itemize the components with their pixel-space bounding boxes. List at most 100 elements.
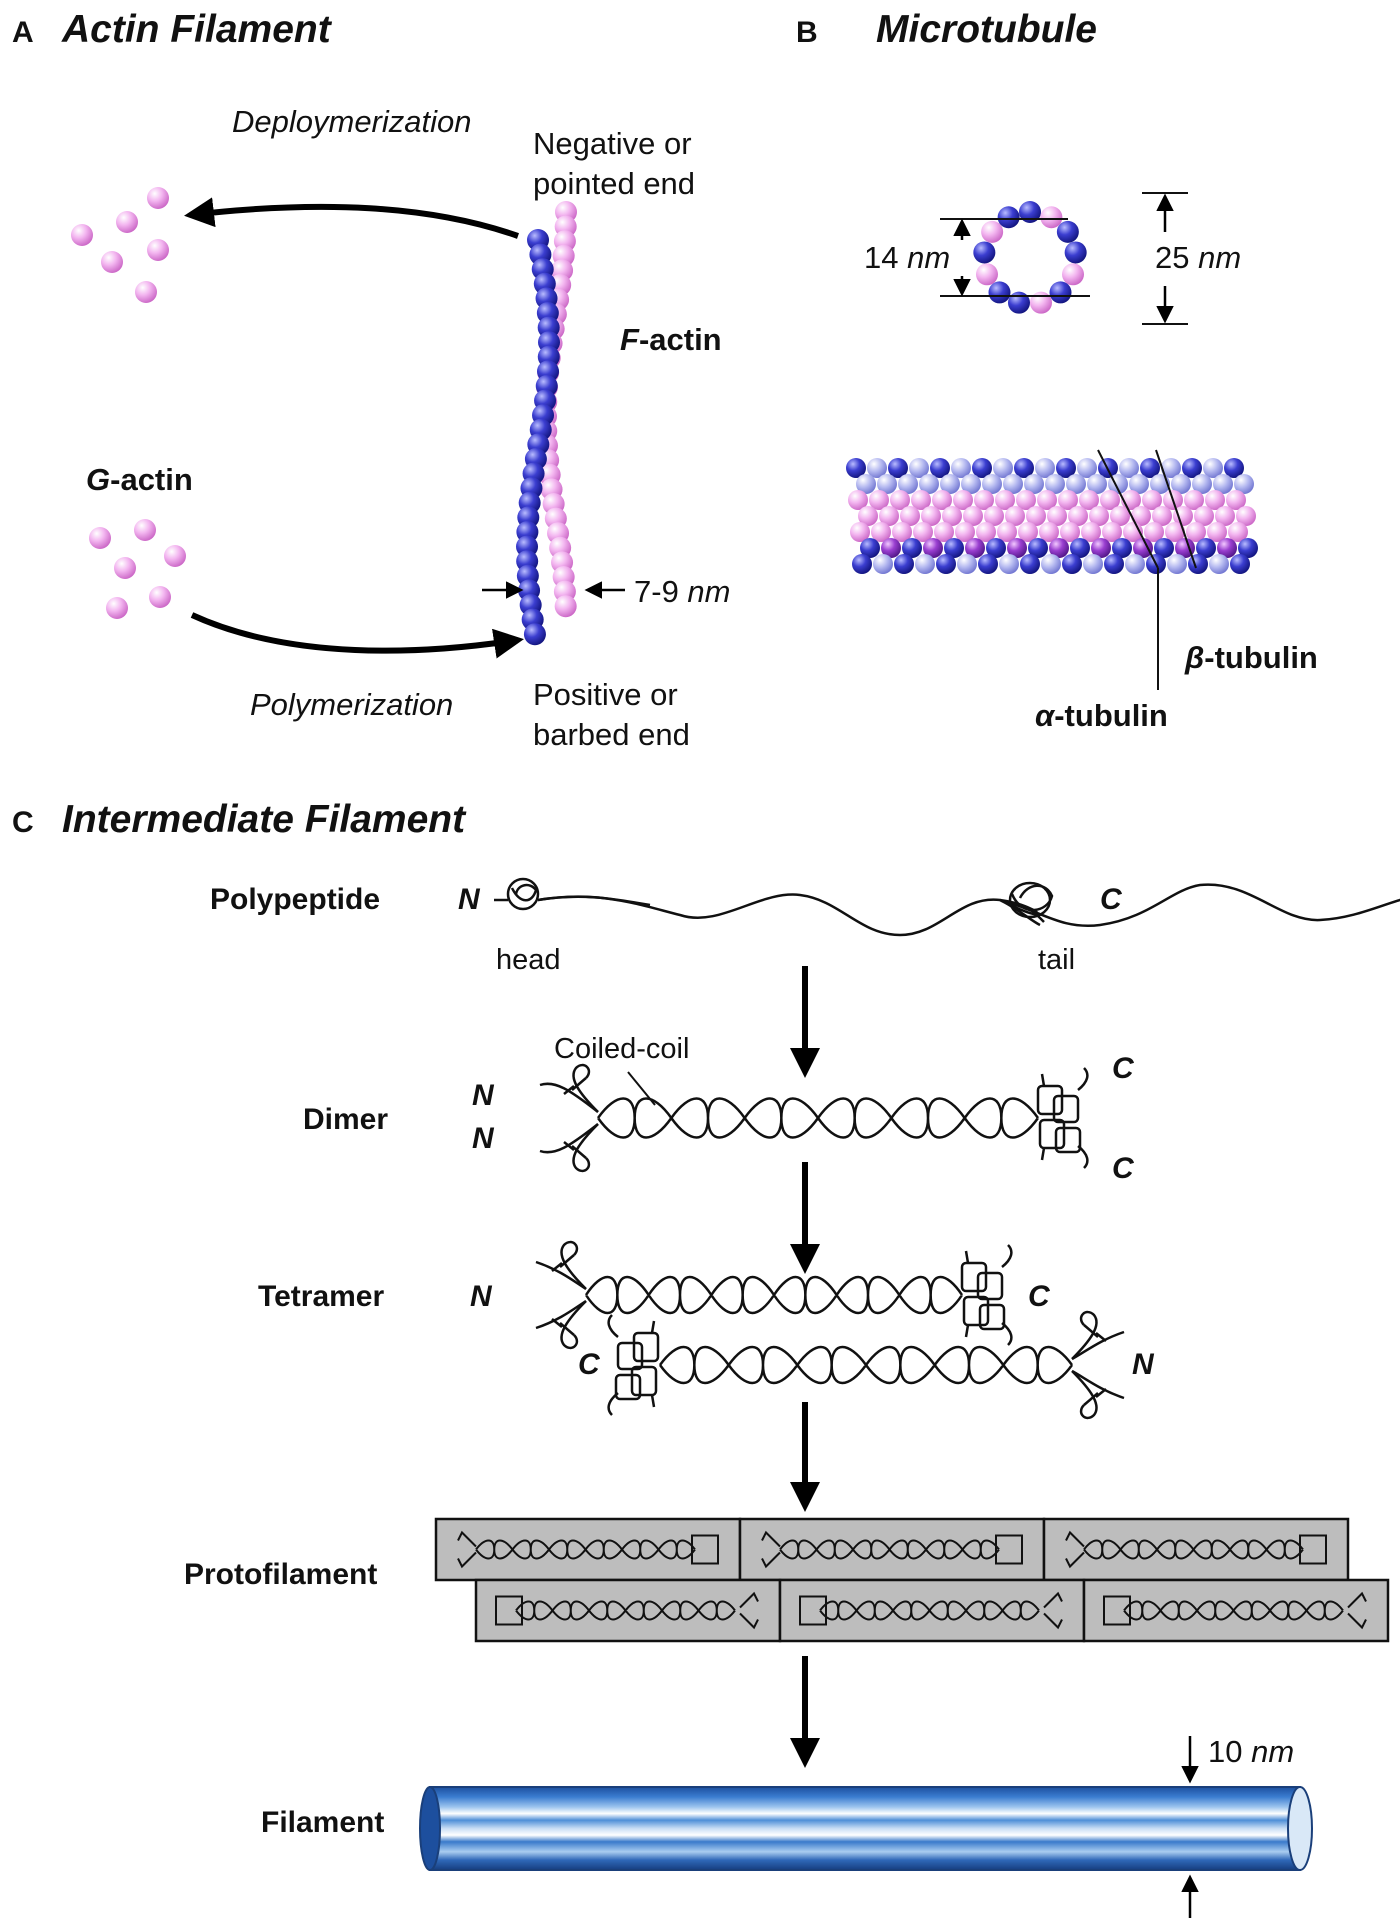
- microtubule-cross-section: [973, 201, 1087, 314]
- tubulin-pink: [1060, 522, 1080, 542]
- tubulin-subunit-blue: [1049, 281, 1072, 304]
- tubulin-subunit-blue: [988, 281, 1011, 304]
- tubulin-pink: [1228, 522, 1248, 542]
- tail-label: tail: [1038, 944, 1075, 976]
- depolymerization-arrow: [184, 197, 519, 239]
- tubulin-dark-blue: [1182, 458, 1202, 478]
- dimer-c-terminus-2: C: [1112, 1152, 1135, 1185]
- tubulin-pink: [1215, 506, 1235, 526]
- tubulin-dark-blue: [852, 554, 872, 574]
- head-label: head: [496, 944, 561, 976]
- tubulin-subunit-blue: [1007, 291, 1030, 314]
- tubulin-dark-blue: [1230, 554, 1250, 574]
- tubulin-pink: [911, 490, 931, 510]
- tubulin-light-blue: [1167, 554, 1187, 574]
- tubulin-light-blue: [1161, 458, 1181, 478]
- tubulin-dark-blue: [1112, 538, 1132, 558]
- tubulin-light-blue: [940, 474, 960, 494]
- pointed-end-label: pointed end: [533, 166, 695, 201]
- tubulin-pink: [1016, 490, 1036, 510]
- tubulin-light-blue: [1087, 474, 1107, 494]
- tubulin-pink: [1100, 490, 1120, 510]
- tetramer-upper-coil: [584, 1275, 964, 1315]
- tubulin-dark-blue: [860, 538, 880, 558]
- tubulin-pink: [974, 490, 994, 510]
- polymerization-arrow: [190, 612, 524, 659]
- panel-a: A Actin Filament Deploymerization Polyme…: [12, 8, 731, 752]
- tubulin-light-blue: [873, 554, 893, 574]
- tubulin-subunit-blue: [997, 206, 1020, 229]
- tubulin-pink: [1173, 506, 1193, 526]
- tubulin-purple: [1091, 538, 1111, 558]
- tubulin-pink: [995, 490, 1015, 510]
- tubulin-light-blue: [877, 474, 897, 494]
- row-label-filament: Filament: [261, 1806, 384, 1839]
- tubulin-light-blue: [898, 474, 918, 494]
- tubulin-light-blue: [909, 458, 929, 478]
- tubulin-light-blue: [1209, 554, 1229, 574]
- tubulin-light-blue: [1119, 458, 1139, 478]
- tubulin-pink: [1236, 506, 1256, 526]
- protofilament-coil: [1083, 1539, 1304, 1560]
- tubulin-dark-blue: [930, 458, 950, 478]
- tubulin-dark-blue: [1188, 554, 1208, 574]
- tubulin-pink: [1079, 490, 1099, 510]
- tubulin-pink: [1110, 506, 1130, 526]
- tubulin-pink: [963, 506, 983, 526]
- protofilament-coil: [515, 1600, 736, 1621]
- tubulin-pink: [900, 506, 920, 526]
- actin-monomer-pink: [554, 595, 577, 618]
- tubulin-subunit-pink: [1040, 206, 1063, 229]
- tubulin-dark-blue: [846, 458, 866, 478]
- tubulin-light-blue: [915, 554, 935, 574]
- tubulin-purple: [881, 538, 901, 558]
- panel-a-title: Actin Filament: [61, 8, 333, 51]
- row-label-dimer: Dimer: [303, 1103, 388, 1136]
- tubulin-subunit-blue: [1064, 241, 1087, 264]
- protofilament-tail-knot: [495, 1595, 523, 1626]
- tubulin-pink: [942, 506, 962, 526]
- tetramer-c-terminus-2: C: [578, 1348, 601, 1381]
- tubulin-pink: [1226, 490, 1246, 510]
- tetramer-n-terminus-2: N: [1132, 1348, 1155, 1381]
- polypeptide-n-terminus: N: [458, 883, 481, 916]
- protofilament-tail-knot: [1103, 1595, 1131, 1626]
- tubulin-pink: [1184, 490, 1204, 510]
- tubulin-pink: [1047, 506, 1067, 526]
- tubulin-pink: [976, 522, 996, 542]
- tubulin-pink: [869, 490, 889, 510]
- tubulin-pink: [1089, 506, 1109, 526]
- tubulin-dark-blue: [1070, 538, 1090, 558]
- beta-tubulin-pointer-line: [1155, 449, 1197, 569]
- tubulin-light-blue: [1066, 474, 1086, 494]
- tubulin-subunit-pink: [981, 220, 1004, 243]
- tetramer-n-terminus-1: N: [470, 1280, 493, 1313]
- tubulin-subunit-blue: [1056, 220, 1079, 243]
- tubulin-pink: [890, 490, 910, 510]
- g-actin-monomers: [89, 519, 186, 619]
- tubulin-pink: [1081, 522, 1101, 542]
- f-actin-label: F-actin: [620, 322, 722, 357]
- inner-diameter-label: 14 nm: [864, 240, 950, 275]
- filament-diameter-label: 10 nm: [1208, 1734, 1294, 1769]
- tubulin-pink: [1131, 506, 1151, 526]
- negative-end-label: Negative or: [533, 126, 692, 161]
- tubulin-pink: [1207, 522, 1227, 542]
- tubulin-pink: [921, 506, 941, 526]
- protofilament-head: [739, 1591, 759, 1630]
- tubulin-dark-blue: [1224, 458, 1244, 478]
- tubulin-purple: [1217, 538, 1237, 558]
- tubulin-purple: [923, 538, 943, 558]
- tubulin-light-blue: [982, 474, 1002, 494]
- tubulin-light-blue: [1003, 474, 1023, 494]
- tubulin-purple: [965, 538, 985, 558]
- f-actin-filament: [516, 201, 577, 646]
- tubulin-light-blue: [856, 474, 876, 494]
- panel-b: B Microtubule 14 nm 25 nm β-tubulin α-tu…: [796, 8, 1318, 733]
- coiled-coil-pointer: [627, 1071, 656, 1106]
- tubulin-dark-blue: [986, 538, 1006, 558]
- protofilament-head: [1043, 1591, 1063, 1630]
- tubulin-dark-blue: [936, 554, 956, 574]
- tubulin-dark-blue: [902, 538, 922, 558]
- protofilament-coil: [819, 1600, 1040, 1621]
